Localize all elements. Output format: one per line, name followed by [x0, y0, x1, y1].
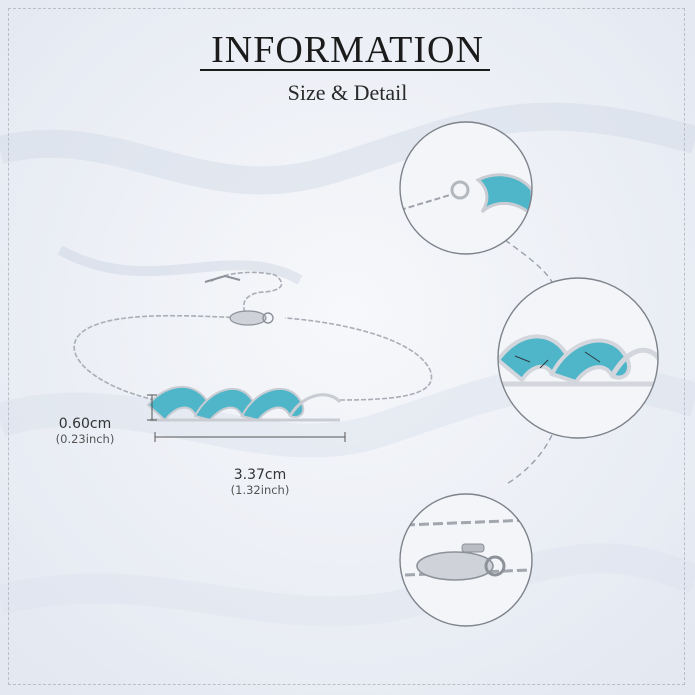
length-measurement: 3.37cm (1.32inch)	[200, 467, 320, 497]
bracelet-chain	[73, 271, 433, 401]
length-metric: 3.37cm	[233, 467, 287, 483]
measurement-lines	[147, 394, 346, 442]
connector-lines	[504, 239, 553, 486]
page-subtitle: Size & Detail	[287, 80, 408, 105]
dashed-frame	[8, 8, 685, 685]
title-underline	[200, 69, 490, 71]
height-metric: 0.60cm	[58, 416, 112, 432]
length-imperial: (1.32inch)	[230, 483, 290, 497]
page-title: INFORMATION	[211, 29, 484, 71]
detail-circle-2	[497, 277, 659, 439]
lobster-clasp	[204, 274, 274, 326]
detail-circle-1	[399, 121, 533, 255]
height-imperial: (0.23inch)	[55, 432, 115, 446]
height-measurement: 0.60cm (0.23inch)	[30, 416, 140, 446]
wave-charm	[146, 385, 342, 422]
detail-circle-3	[399, 493, 533, 627]
